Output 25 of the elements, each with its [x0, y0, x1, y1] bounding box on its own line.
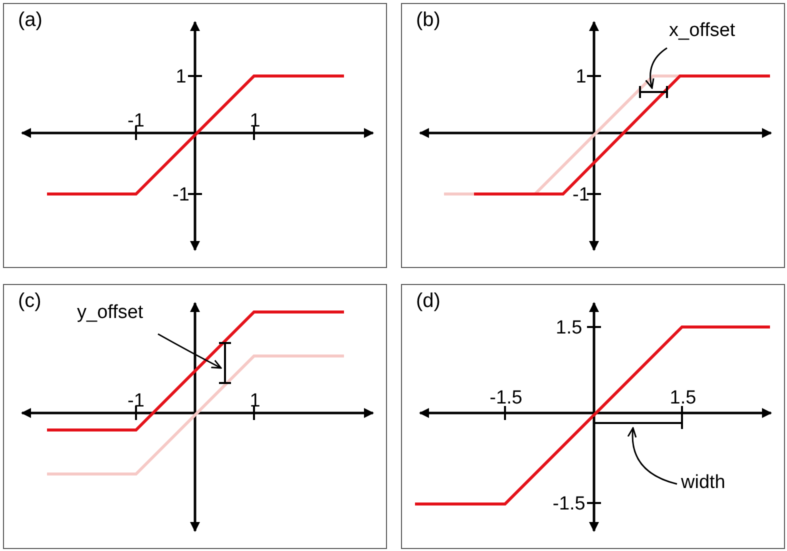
leader-line — [628, 427, 678, 485]
tick-label: 1 — [250, 392, 260, 410]
tick-label: -1 — [572, 186, 590, 204]
panel-label: (a) — [18, 10, 42, 30]
panel-label: (c) — [18, 291, 42, 311]
annotation-label: x_offset — [668, 19, 736, 43]
leader-line — [645, 47, 668, 89]
leader-line — [158, 333, 222, 369]
panel-label: (b) — [416, 10, 440, 30]
plot-panel — [401, 3, 785, 268]
plot-panel — [3, 284, 387, 549]
tick-label: -1.5 — [552, 494, 586, 514]
panel-label: (d) — [416, 291, 440, 311]
plot-panel — [3, 3, 387, 268]
tick-label: -1 — [128, 112, 144, 130]
tick-label: 1 — [176, 68, 186, 86]
tick-label: -1 — [172, 186, 190, 204]
annotation-label: y_offset — [76, 301, 144, 325]
tick-label: 1 — [250, 112, 260, 130]
plot-panel — [401, 284, 785, 549]
tick-label: -1 — [128, 392, 144, 410]
tick-label: 1.5 — [556, 318, 582, 338]
tick-label: 1.5 — [670, 388, 696, 408]
tick-label: 1 — [576, 68, 586, 86]
tick-label: -1.5 — [490, 388, 522, 408]
